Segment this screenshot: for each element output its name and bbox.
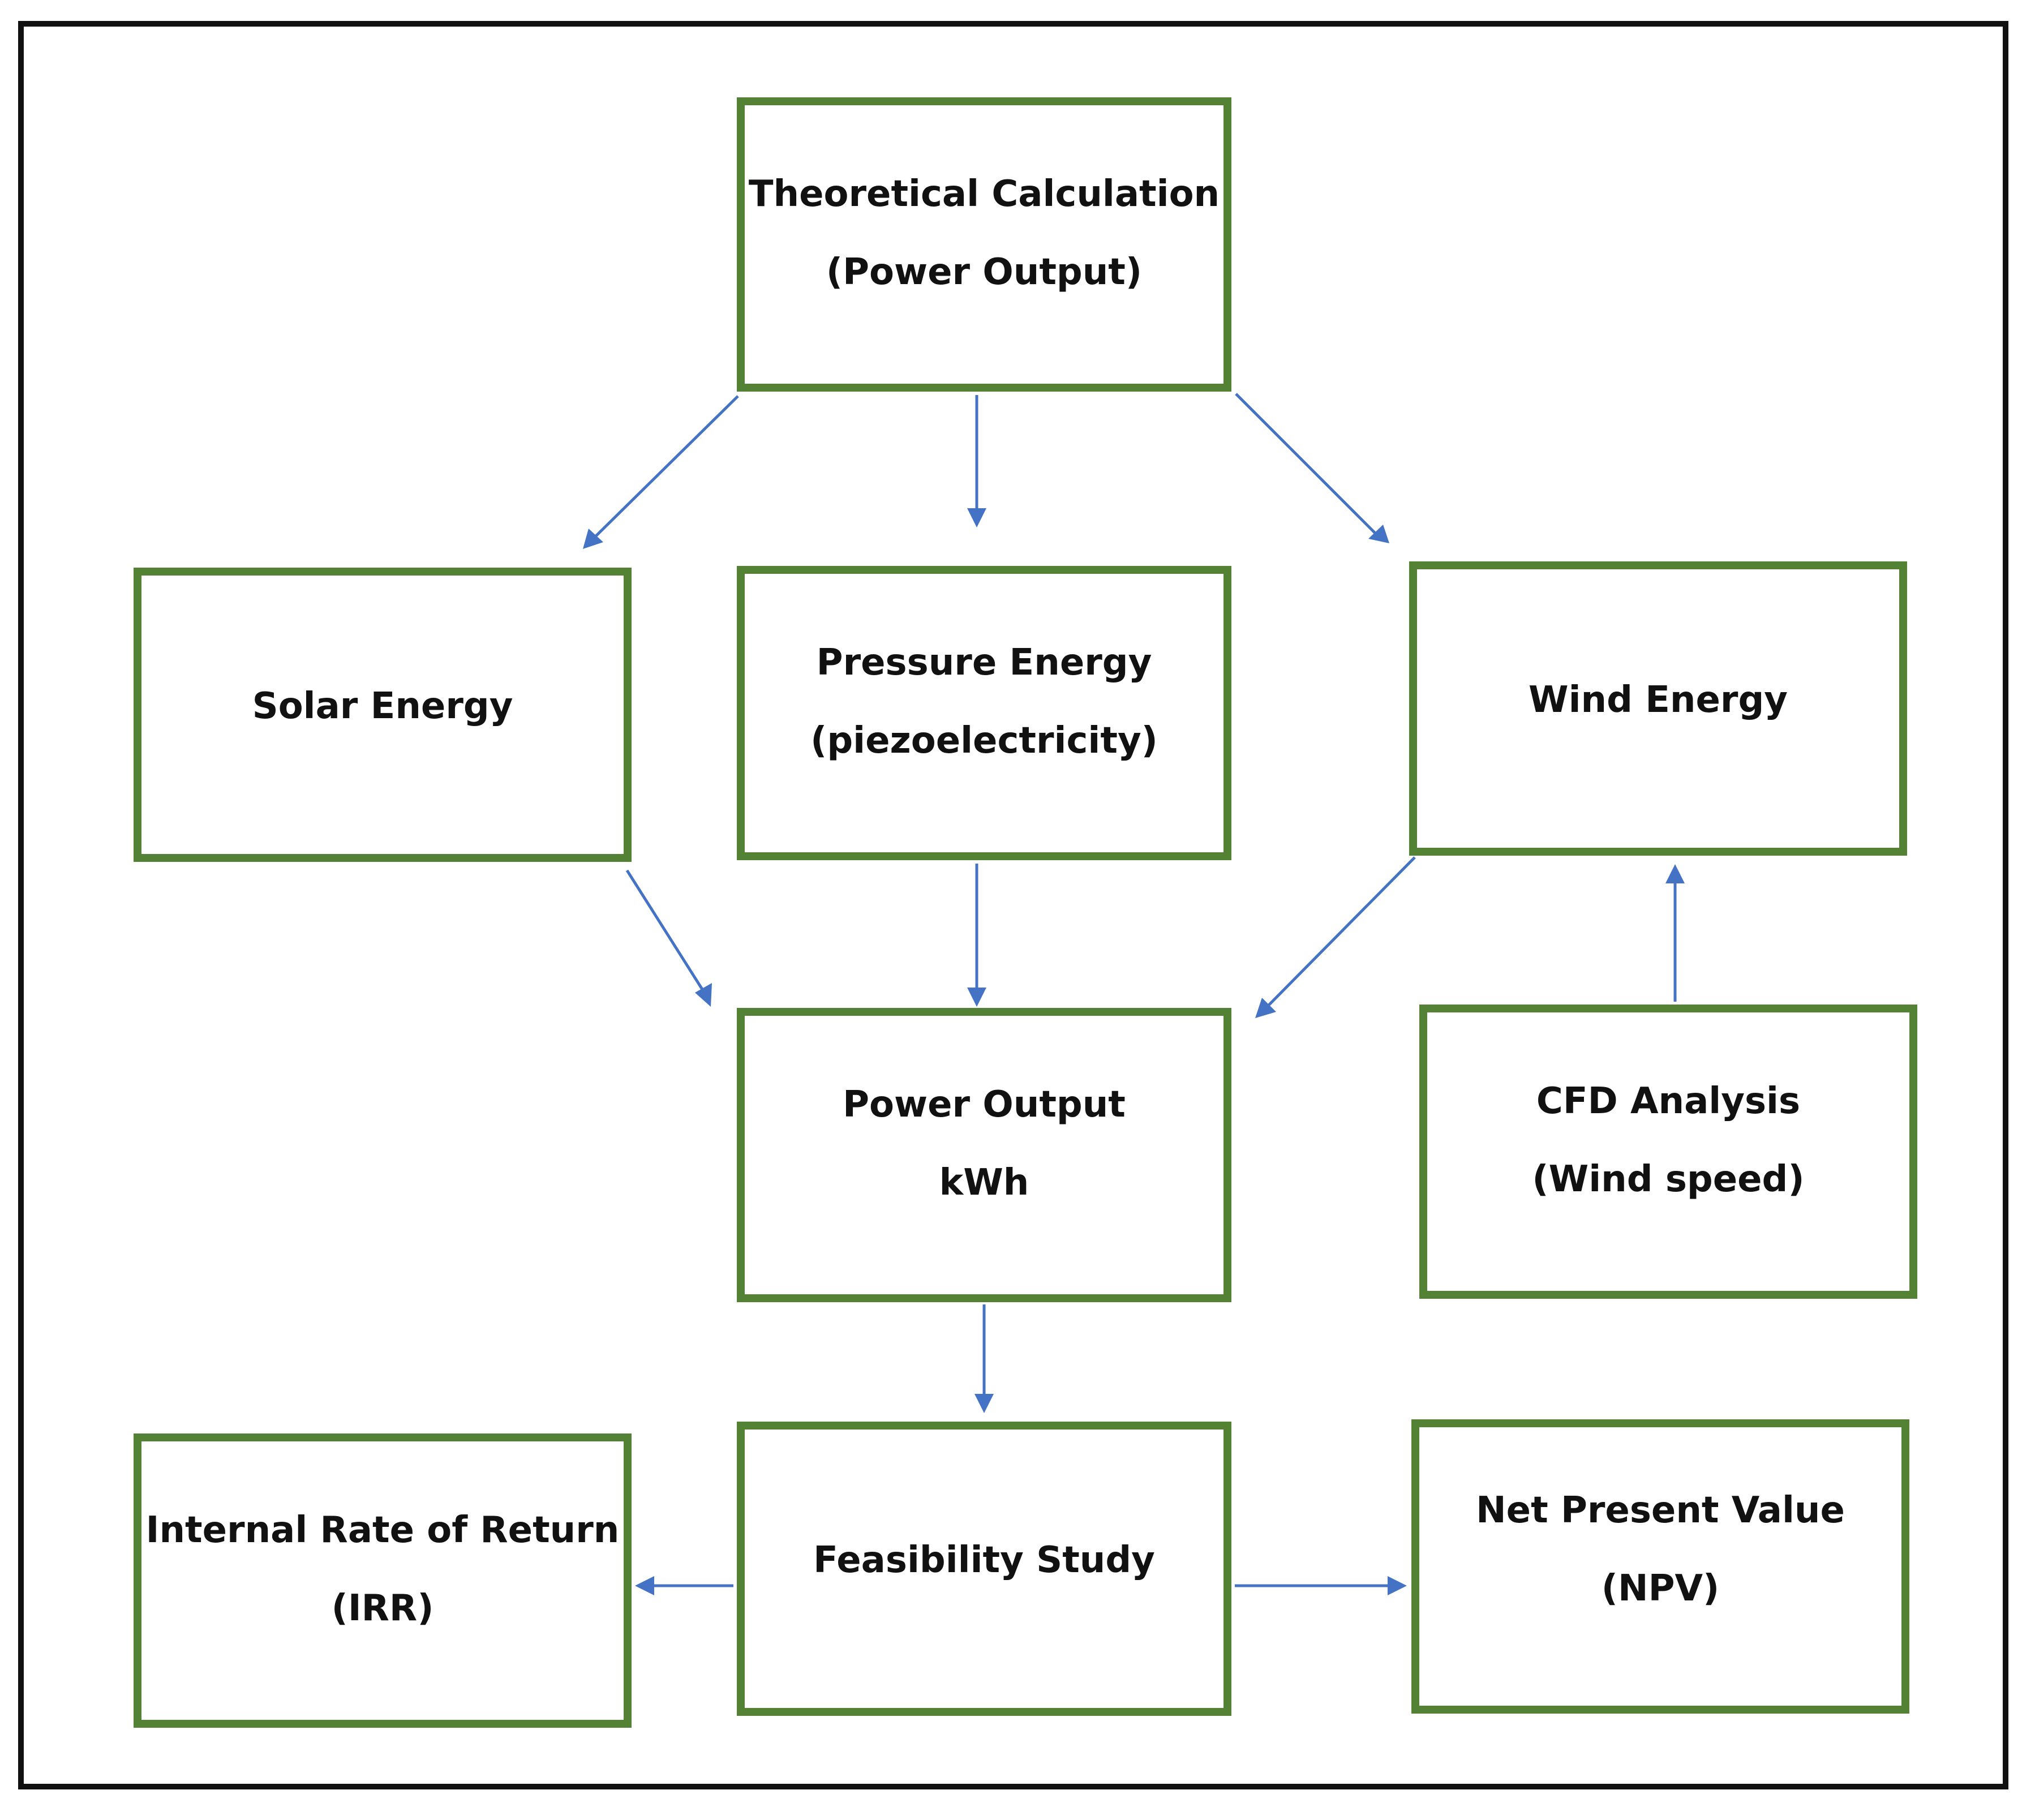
edge-solar-power: [625, 869, 712, 1007]
node-sublabel: (piezoelectricity): [810, 720, 1158, 762]
node-solar-energy: Solar Energy: [134, 568, 632, 862]
edge-theoretical-solar: [583, 395, 739, 549]
edge-theoretical-wind: [1235, 393, 1389, 543]
node-cfd-analysis: CFD Analysis (Wind speed): [1419, 1005, 1917, 1299]
node-net-present-value: Net Present Value (NPV): [1411, 1419, 1909, 1714]
node-label: Feasibility Study: [813, 1539, 1155, 1581]
node-internal-rate-of-return: Internal Rate of Return (IRR): [134, 1433, 632, 1728]
edge-power-feasibility: [974, 1304, 994, 1413]
node-sublabel: (Wind speed): [1532, 1158, 1805, 1200]
node-label: CFD Analysis: [1536, 1080, 1801, 1122]
node-sublabel: kWh: [939, 1162, 1029, 1204]
node-label: Power Output: [843, 1084, 1126, 1126]
edge-wind-power: [1255, 856, 1416, 1018]
node-feasibility-study: Feasibility Study: [737, 1422, 1231, 1716]
edge-pressure-power: [967, 864, 986, 1007]
node-sublabel: (Power Output): [826, 251, 1143, 293]
node-sublabel: (NPV): [1601, 1568, 1720, 1609]
node-label: Theoretical Calculation: [748, 173, 1220, 215]
node-wind-energy: Wind Energy: [1409, 561, 1907, 856]
node-power-output: Power Output kWh: [737, 1008, 1231, 1302]
node-label: Solar Energy: [252, 685, 513, 727]
node-theoretical-calculation: Theoretical Calculation (Power Output): [737, 97, 1231, 392]
edge-cfd-wind: [1665, 864, 1685, 1002]
node-sublabel: (IRR): [331, 1587, 434, 1629]
node-label: Pressure Energy: [816, 642, 1152, 684]
edge-feasibility-npv: [1235, 1576, 1407, 1595]
edge-feasibility-irr: [635, 1576, 733, 1595]
node-label: Internal Rate of Return: [145, 1509, 620, 1551]
node-label: Net Present Value: [1476, 1490, 1845, 1531]
node-label: Wind Energy: [1529, 679, 1788, 721]
edge-theoretical-pressure: [967, 395, 986, 527]
node-pressure-energy: Pressure Energy (piezoelectricity): [737, 566, 1231, 860]
